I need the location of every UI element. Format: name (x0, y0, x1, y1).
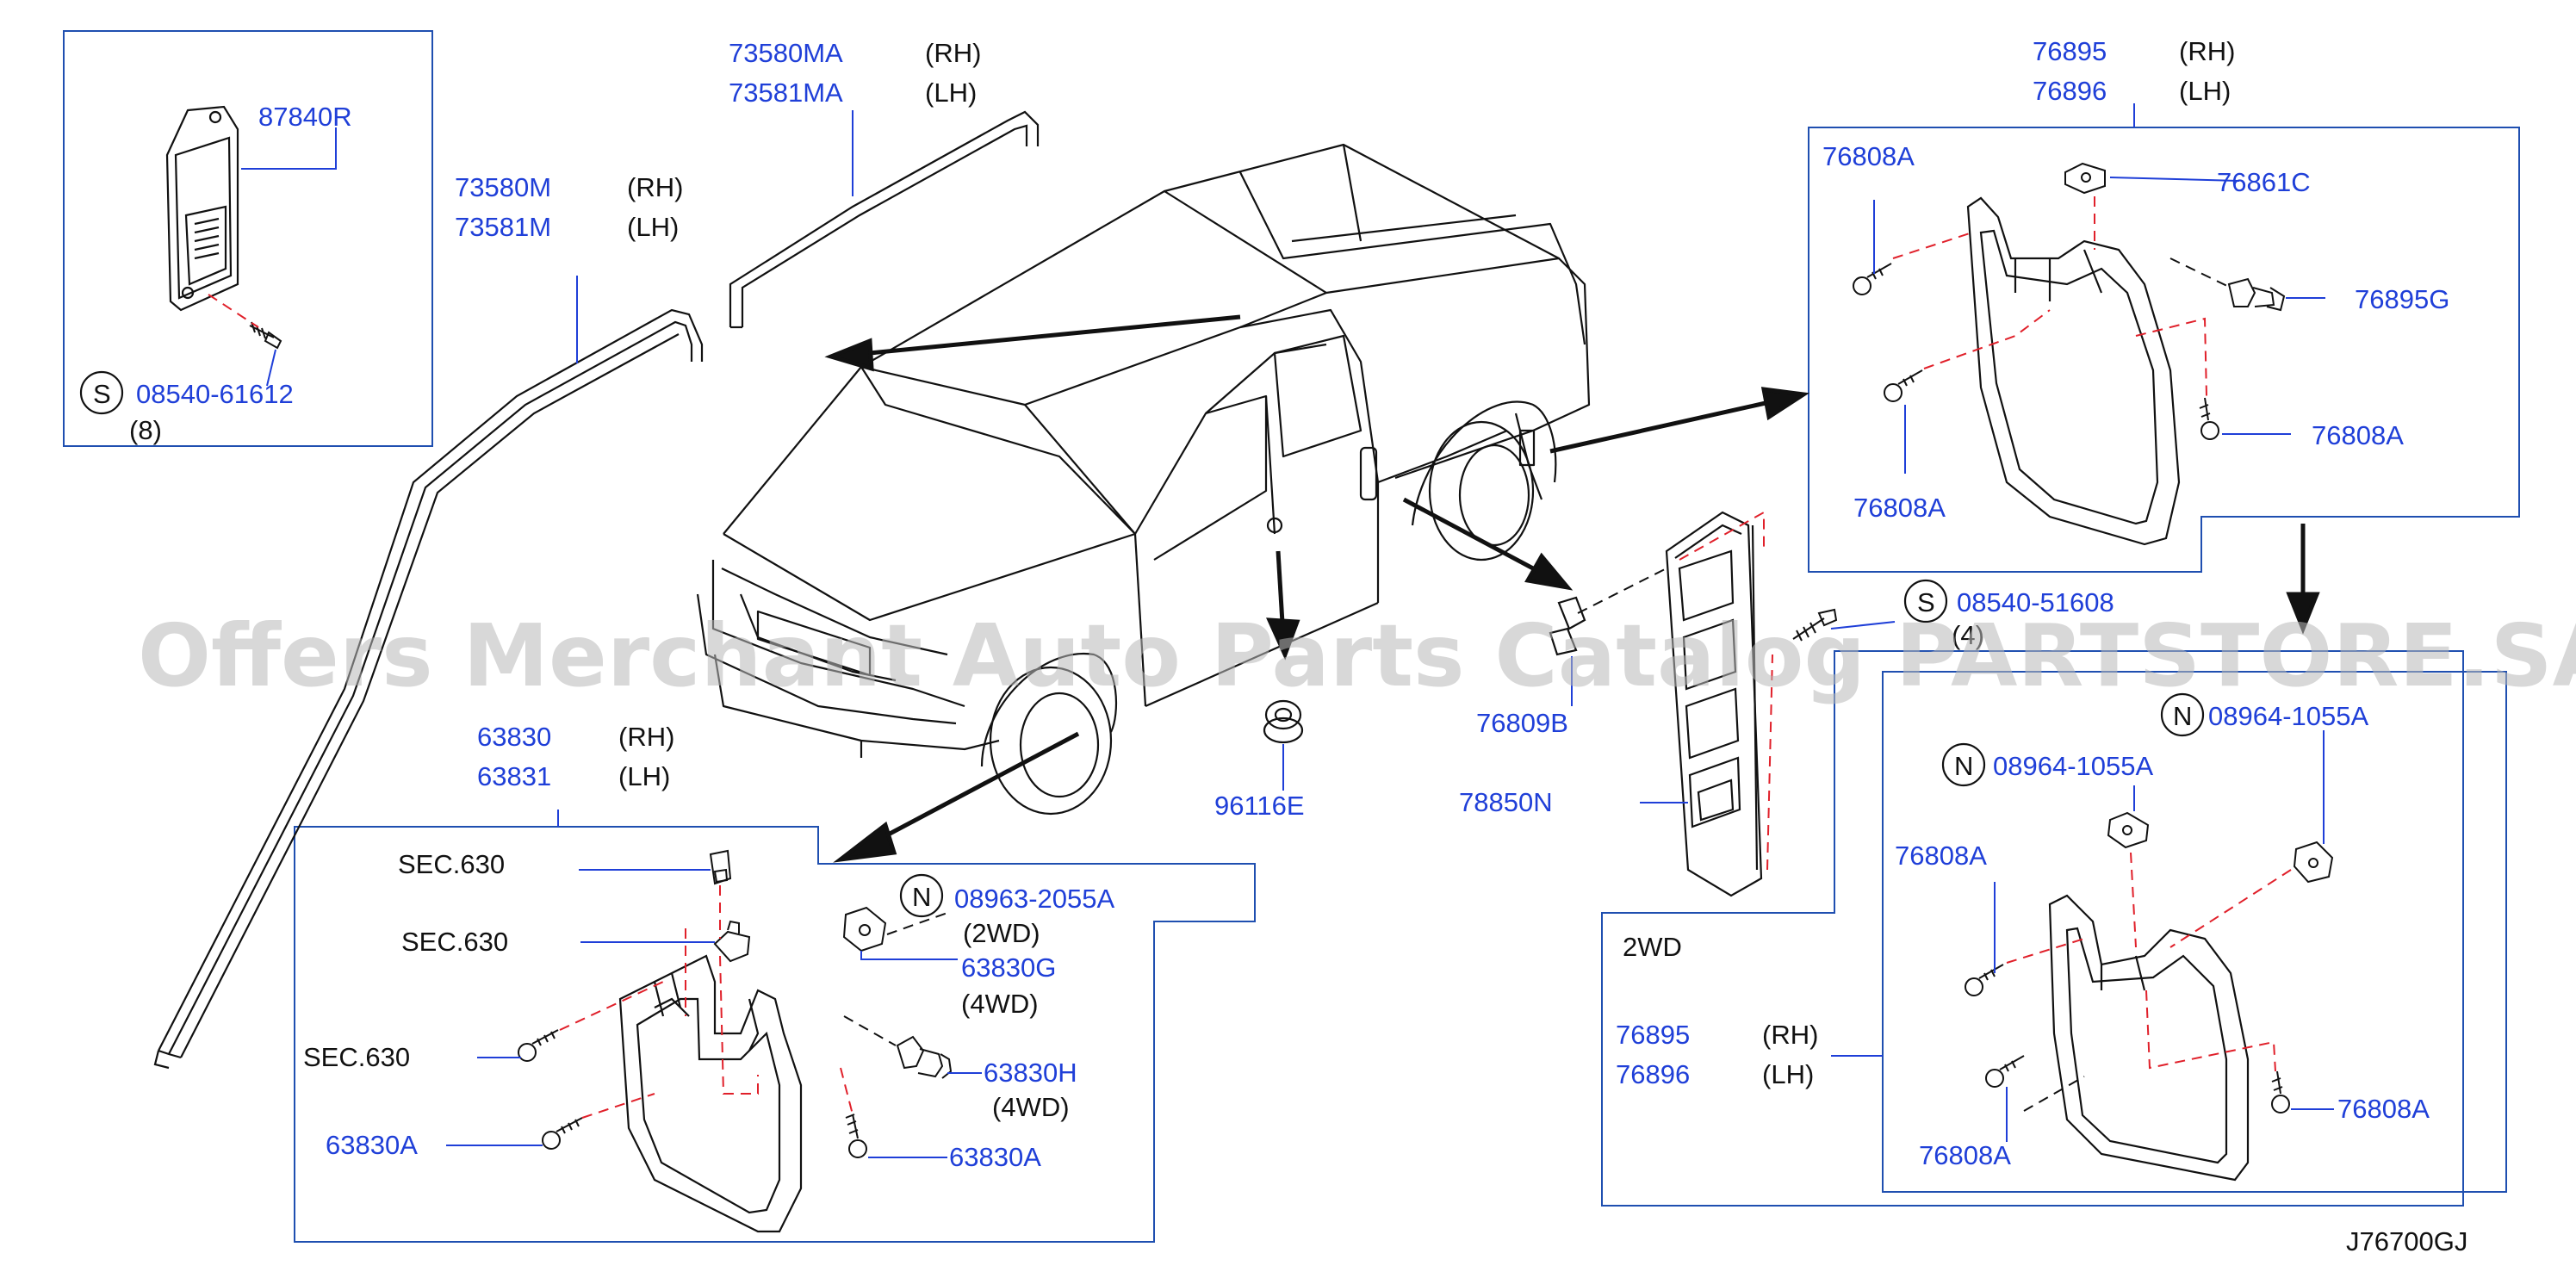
label-4wd-note-g: (4WD) (961, 989, 1039, 1019)
watermark: Offers Merchant Auto Parts Catalog PARTS… (138, 605, 2576, 706)
location-arrows (824, 314, 2320, 863)
label-76808A-2wd-r: 76808A (2337, 1094, 2430, 1124)
label-63830G: 63830G (961, 952, 1056, 983)
label-76896-2wd: 76896 (1616, 1059, 1690, 1089)
label-63830: 63830 (477, 722, 551, 752)
label-76808A-2wd-tl: 76808A (1895, 841, 1987, 871)
part-nut-08963-2055A (842, 906, 887, 952)
label-76895-2wd-side: (RH) (1762, 1020, 1818, 1050)
screw-76808A-2wd-c (2271, 1070, 2290, 1114)
part-rear-mudflap-4wd (1966, 196, 2181, 546)
label-08540-61612: 08540-61612 (136, 379, 294, 409)
part-78850N (1665, 511, 1763, 897)
leader-lines (241, 103, 2334, 1158)
label-76808A-4wd-r: 76808A (2312, 420, 2404, 450)
label-step-qty: (4) (1952, 620, 1984, 650)
label-63830A-left: 63830A (326, 1130, 418, 1160)
screw-sec630 (518, 1029, 559, 1062)
screw-76808A-4wd-c (2199, 397, 2219, 440)
part-front-mudflap (618, 954, 803, 1233)
part-76809B (1549, 596, 1586, 656)
label-08540-51608: 08540-51608 (1957, 587, 2114, 617)
label-76895G: 76895G (2355, 284, 2449, 314)
screw-76808A-2wd-a (1965, 964, 2004, 996)
part-nut-08964-1055A-a (2107, 811, 2150, 849)
label-2wd-title: 2WD (1623, 932, 1682, 962)
screw-63830A-left (542, 1117, 583, 1150)
label-63831-side: (LH) (618, 761, 670, 791)
assembly-dash-lines-black (843, 257, 2231, 1112)
screw-symbol-s: S (93, 379, 111, 409)
part-rear-mudflap-2wd (2048, 894, 2250, 1182)
screw-76808A-4wd-b (1884, 369, 1923, 402)
label-4wd-note-h: (4WD) (992, 1092, 1070, 1122)
label-76895-4wd: 76895 (2033, 36, 2107, 66)
part-clip-sec630-a (709, 849, 732, 885)
part-76895G (2227, 277, 2286, 312)
label-08964-1055A-b: 08964-1055A (1993, 751, 2153, 781)
screw-08540-61612 (249, 321, 282, 350)
label-sec630-3: SEC.630 (303, 1042, 410, 1072)
label-73580M-side: (RH) (627, 172, 683, 202)
label-08964-1055A-a: 08964-1055A (2208, 701, 2368, 731)
nut-symbol-n: N (912, 882, 931, 912)
box-rear-flap-4wd (1808, 127, 2520, 573)
step-screw-symbol-s: S (1917, 587, 1935, 617)
label-sec630-1: SEC.630 (398, 849, 505, 879)
label-76895-2wd: 76895 (1616, 1020, 1690, 1050)
label-76808A-2wd-bl: 76808A (1919, 1140, 2011, 1170)
label-96116E: 96116E (1214, 791, 1305, 821)
label-78850N: 78850N (1459, 787, 1553, 817)
label-63831: 63831 (477, 761, 551, 791)
label-73581MA-side: (LH) (925, 78, 977, 108)
label-08963-2055A: 08963-2055A (954, 884, 1114, 914)
box-front-flap (294, 826, 1256, 1243)
nut-symbol-n-a: N (2173, 701, 2192, 731)
part-87840R (165, 105, 239, 312)
label-63830A-right: 63830A (949, 1142, 1041, 1172)
label-qty-8: (8) (129, 415, 162, 445)
screw-76808A-2wd-b (1985, 1055, 2025, 1088)
part-nut-08964-1055A-b (2293, 841, 2334, 884)
roof-rail-outer-73580MA (729, 110, 1040, 329)
roof-rail-73580M (153, 308, 704, 1070)
symbol-circles (79, 370, 2205, 918)
label-sec630-2: SEC.630 (401, 927, 508, 957)
part-clip-sec630-b (713, 920, 751, 963)
label-76809B: 76809B (1476, 708, 1568, 738)
label-76895-4wd-side: (RH) (2179, 36, 2235, 66)
label-73580M: 73580M (455, 172, 551, 202)
label-73581M: 73581M (455, 212, 551, 242)
box-top-left (63, 30, 433, 447)
part-clip-63830H (896, 1035, 953, 1079)
part-76861C (2064, 162, 2106, 195)
diagram-code: J76700GJ (2346, 1226, 2467, 1256)
screw-63830A-right (845, 1114, 867, 1158)
label-63830H: 63830H (984, 1058, 1077, 1088)
label-73581M-side: (LH) (627, 212, 679, 242)
label-73580MA-side: (RH) (925, 38, 981, 68)
label-76896-2wd-side: (LH) (1762, 1059, 1814, 1089)
box-2wd-outer (1601, 650, 2464, 1207)
label-76808A-4wd-bl: 76808A (1853, 493, 1946, 523)
box-2wd-inner (1882, 671, 2507, 1193)
screw-08540-51608 (1792, 608, 1838, 642)
label-76861C: 76861C (2217, 167, 2311, 197)
label-63830-side: (RH) (618, 722, 674, 752)
label-2wd-note: (2WD) (963, 918, 1040, 948)
label-76808A-4wd-tl: 76808A (1822, 141, 1915, 171)
label-73581MA: 73581MA (729, 78, 843, 108)
assembly-dash-lines (208, 196, 2292, 1119)
part-96116E (1263, 699, 1304, 744)
label-87840R: 87840R (258, 102, 352, 132)
label-76896-4wd: 76896 (2033, 76, 2107, 106)
label-73580MA: 73580MA (729, 38, 843, 68)
label-76896-4wd-side: (LH) (2179, 76, 2231, 106)
screw-76808A-4wd-a (1853, 263, 1892, 295)
truck-body (696, 143, 1591, 816)
nut-symbol-n-b: N (1954, 751, 1973, 781)
